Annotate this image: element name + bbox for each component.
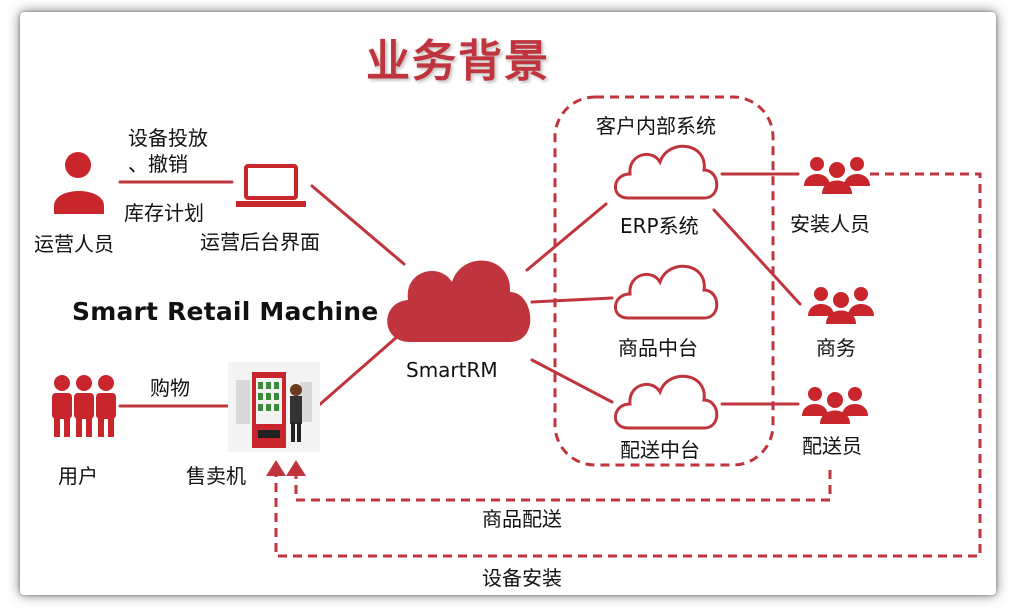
installer-label: 安装人员 bbox=[790, 212, 870, 236]
arrowhead-install bbox=[266, 460, 286, 476]
laptop-icon bbox=[236, 164, 306, 207]
user-group-icon bbox=[52, 375, 116, 437]
operator-label: 运营人员 bbox=[34, 232, 114, 256]
erp-label: ERP系统 bbox=[620, 214, 699, 238]
delivery-center-cloud-icon bbox=[614, 374, 719, 430]
internal-systems-label: 客户内部系统 bbox=[596, 114, 716, 138]
edge-vending-smartrm bbox=[316, 334, 400, 408]
vending-machine-icon bbox=[236, 372, 312, 448]
edge-label-deploy-2: 、撤销 bbox=[128, 152, 188, 176]
installer-team-icon bbox=[804, 157, 870, 194]
edge-backend-smartrm bbox=[310, 184, 406, 266]
edge-erp-business bbox=[712, 208, 802, 306]
arrowhead-delivery bbox=[286, 460, 306, 476]
product-center-label: 商品中台 bbox=[618, 336, 698, 360]
edge-smartrm-delivery bbox=[530, 358, 614, 404]
backend-label: 运营后台界面 bbox=[200, 230, 320, 254]
smartrm-label: SmartRM bbox=[406, 358, 498, 382]
delivery-center-label: 配送中台 bbox=[620, 438, 700, 462]
deliverer-label: 配送员 bbox=[802, 434, 862, 458]
business-team-icon bbox=[808, 287, 874, 324]
brand-label: Smart Retail Machine bbox=[72, 297, 379, 326]
edge-smartrm-erp bbox=[525, 202, 608, 272]
deliverer-team-icon bbox=[802, 387, 868, 424]
edge-deliverer-vending bbox=[294, 470, 832, 502]
edge-smartrm-product bbox=[530, 296, 614, 304]
product-center-cloud-icon bbox=[614, 264, 719, 320]
operator-person-icon bbox=[54, 152, 104, 214]
erp-cloud-icon bbox=[614, 144, 719, 200]
business-label: 商务 bbox=[816, 336, 856, 360]
page-title: 业务背景 bbox=[366, 36, 550, 87]
edge-label-device-install: 设备安装 bbox=[482, 566, 562, 590]
edge-installer-vending bbox=[274, 172, 982, 558]
vending-label: 售卖机 bbox=[186, 464, 246, 488]
vending-machine-image bbox=[228, 362, 320, 452]
edge-label-inventory: 库存计划 bbox=[124, 201, 204, 225]
edge-label-deploy-1: 设备投放 bbox=[128, 126, 208, 150]
user-label: 用户 bbox=[58, 464, 98, 488]
edge-label-product-delivery: 商品配送 bbox=[482, 507, 562, 531]
smartrm-cloud-icon bbox=[387, 260, 531, 342]
internal-systems-group bbox=[553, 95, 775, 467]
edge-label-purchase: 购物 bbox=[150, 376, 190, 400]
